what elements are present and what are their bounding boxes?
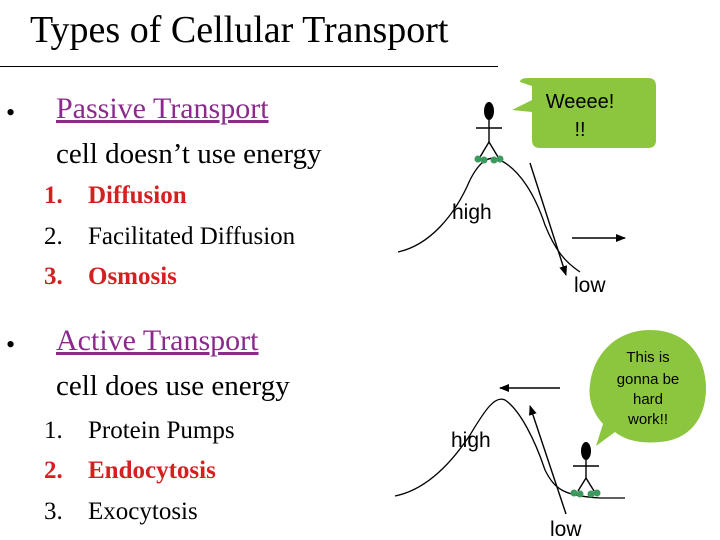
bubble-text: !! [574, 119, 585, 141]
list-number: 1. [44, 182, 63, 209]
passive-list-item: 3. Osmosis [44, 264, 177, 289]
active-list-item: 2. Endocytosis [44, 458, 216, 483]
bubble-text: work!! [627, 411, 668, 428]
speech-bubble-top: Weeee! !! [512, 78, 656, 148]
list-number: 1. [44, 417, 63, 444]
figure-foot [570, 489, 578, 497]
high-label: high [452, 201, 492, 224]
speech-bubble-shape [512, 78, 656, 148]
figure-leg [488, 141, 499, 158]
passive-list-item: 1. Diffusion [44, 183, 187, 208]
bubble-text: hard [633, 391, 663, 408]
list-item-label: Protein Pumps [88, 417, 235, 444]
figure-foot [593, 489, 601, 497]
low-label: low [550, 518, 582, 540]
list-number: 3. [44, 498, 63, 525]
active-list-item: 1. Protein Pumps [44, 418, 235, 443]
active-transport-heading: Active Transport [56, 324, 259, 357]
speech-bubble-bottom: This is gonna be hard work!! [589, 330, 706, 446]
passive-transport-heading: Passive Transport [56, 92, 269, 125]
active-bullet: • [6, 330, 16, 359]
stick-figure-bottom [570, 442, 601, 498]
high-label: high [451, 429, 491, 452]
list-number: 2. [44, 223, 63, 250]
figure-leg [577, 477, 587, 492]
bubble-text: gonna be [617, 371, 680, 388]
active-transport-description: cell does use energy [56, 370, 290, 402]
passive-transport-description: cell doesn’t use energy [56, 138, 322, 170]
list-number: 3. [44, 263, 63, 290]
bubble-text: This is [626, 349, 669, 366]
figure-leg [479, 141, 490, 158]
list-item-label: Diffusion [88, 182, 187, 209]
passive-bullet: • [6, 98, 16, 127]
active-list-item: 3. Exocytosis [44, 499, 198, 524]
figure-leg [585, 477, 595, 492]
figure-foot [576, 490, 584, 498]
figure-foot [474, 155, 482, 163]
passive-list-item: 2. Facilitated Diffusion [44, 224, 295, 249]
speech-bubble-shape [589, 330, 706, 446]
uphill-arrow [529, 405, 567, 515]
bubble-text: Weeee! [546, 91, 615, 113]
list-item-label: Exocytosis [88, 498, 198, 525]
list-item-label: Endocytosis [88, 457, 216, 484]
figure-head [581, 442, 591, 460]
figure-head [484, 102, 494, 120]
list-item-label: Osmosis [88, 263, 177, 290]
figure-foot [587, 490, 595, 498]
list-number: 2. [44, 457, 63, 484]
page-title: Types of Cellular Transport [30, 9, 449, 51]
list-item-label: Facilitated Diffusion [88, 223, 296, 250]
figure-foot [480, 156, 488, 164]
downhill-arrow [529, 162, 568, 276]
low-label: low [574, 274, 606, 297]
figure-foot [490, 156, 498, 164]
title-divider [0, 66, 498, 67]
stick-figure-top [474, 102, 504, 164]
figure-foot [496, 155, 504, 163]
